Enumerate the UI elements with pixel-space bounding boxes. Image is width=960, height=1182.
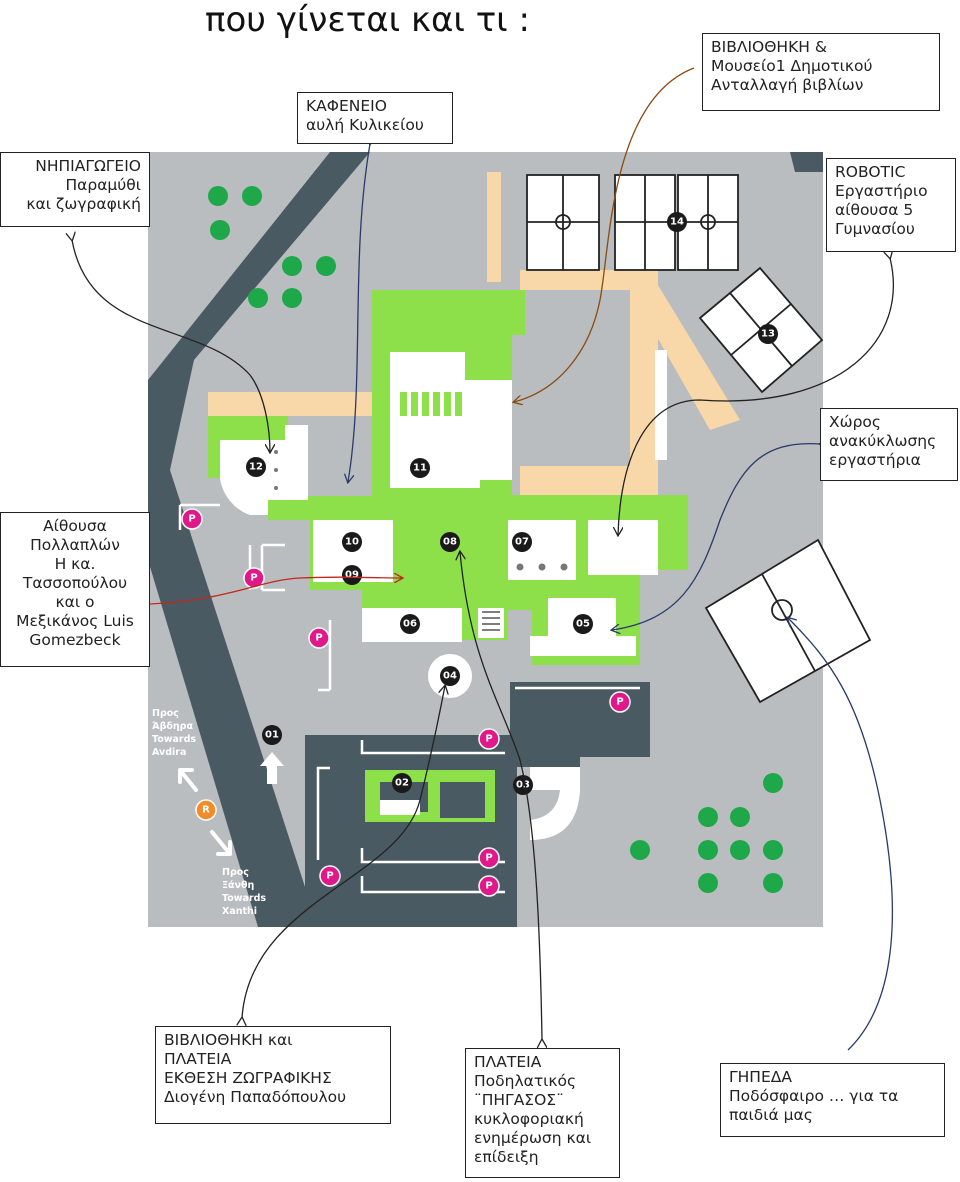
marker-10: 10 <box>342 532 362 552</box>
marker-08: 08 <box>440 532 460 552</box>
svg-text:02: 02 <box>395 778 409 789</box>
building-05b <box>530 636 636 656</box>
svg-text:Άβδηρα: Άβδηρα <box>152 721 193 732</box>
label-aithousa: Αίθουσα Πολλαπλών Η κα. Τασσοπούλου και … <box>0 512 150 667</box>
sand-path <box>487 172 501 282</box>
arrow-nipiagogeio <box>72 240 270 452</box>
marker-04: 04 <box>440 666 460 686</box>
parking-inner <box>440 782 485 818</box>
building-02 <box>380 800 420 815</box>
sand-path <box>520 466 658 496</box>
building-07b <box>588 520 658 575</box>
svg-text:Προς: Προς <box>222 867 249 878</box>
top-road <box>790 152 823 172</box>
sand-path <box>208 392 388 416</box>
label-vivliothiki: ΒΙΒΛΙΟΘΗΚΗ & Μουσείο1 Δημοτικού Ανταλλαγ… <box>702 33 940 111</box>
svg-text:P: P <box>188 514 195 525</box>
svg-text:Towards: Towards <box>152 734 196 745</box>
building-11 <box>390 352 512 488</box>
svg-text:P: P <box>616 697 623 708</box>
svg-text:09: 09 <box>345 570 359 581</box>
arrow-se-icon <box>210 830 232 856</box>
basketball-court-3 <box>677 174 739 271</box>
marker-12: 12 <box>246 457 266 477</box>
arrow-zografikis <box>242 686 445 1018</box>
marker-06: 06 <box>400 614 420 634</box>
svg-text:P: P <box>315 633 322 644</box>
svg-text:Xanthi: Xanthi <box>222 906 257 917</box>
parking-marker: P <box>478 847 500 869</box>
svg-text:R: R <box>202 805 210 816</box>
arrow-anakyklosi <box>612 444 820 630</box>
parking-lot <box>305 735 517 927</box>
marker-01: 01 <box>262 725 282 745</box>
svg-text:14: 14 <box>670 217 684 228</box>
direction-avdira: Προς Άβδηρα Towards Avdira <box>152 708 196 758</box>
label-kafeneio: ΚΑΦΕΝΕΙΟ αυλή Κυλικείου <box>297 92 453 144</box>
arrow-kafeneio <box>348 144 370 482</box>
marker-13: 13 <box>758 324 778 344</box>
svg-text:05: 05 <box>576 619 590 630</box>
arrow-nw-icon <box>178 768 198 792</box>
road-marker: R <box>195 799 217 821</box>
basketball-court-2 <box>614 174 676 271</box>
parking-marker: P <box>478 728 500 750</box>
parking-marker: P <box>609 691 631 713</box>
label-plateia-podilatikos: ΠΛΑΤΕΙΑ Ποδηλατικός ¨ΠΗΓΑΣΟΣ¨ κυκλοφορια… <box>465 1048 620 1178</box>
svg-text:07: 07 <box>515 537 529 548</box>
svg-text:Avdira: Avdira <box>152 747 186 758</box>
road-strip <box>515 757 580 767</box>
marker-14: 14 <box>667 212 687 232</box>
marker-02: 02 <box>392 773 412 793</box>
svg-text:Towards: Towards <box>222 893 266 904</box>
svg-text:P: P <box>250 573 257 584</box>
svg-text:13: 13 <box>761 329 775 340</box>
marker-11: 11 <box>410 458 430 478</box>
svg-text:01: 01 <box>265 730 279 741</box>
svg-text:P: P <box>485 853 492 864</box>
parking-marker: P <box>319 865 341 887</box>
svg-text:10: 10 <box>345 537 359 548</box>
marker-05: 05 <box>573 614 593 634</box>
arrow-gipeda <box>788 618 893 1051</box>
marker-03: 03 <box>513 775 533 795</box>
parking-marker: P <box>243 567 265 589</box>
label-nipiagogeio: ΝΗΠΙΑΓΩΓΕΙΟ Παραμύθι και ζωγραφική <box>0 152 150 227</box>
page-title: που γίνεται και τι : <box>205 0 530 40</box>
parking-marker: P <box>181 508 203 530</box>
svg-text:P: P <box>485 881 492 892</box>
label-plateia-zografikis: ΒΙΒΛΙΟΘΗΚΗ και ΠΛΑΤΕΙΑ ΕΚΘΕΣΗ ΖΩΓΡΑΦΙΚΗΣ… <box>155 1026 391 1124</box>
label-anakyklosi: Χώρος ανακύκλωσης εργαστήρια <box>820 408 958 481</box>
svg-text:03: 03 <box>516 780 530 791</box>
arrow-vivliothiki <box>514 67 695 402</box>
arrow-aithousa <box>149 577 402 605</box>
marker-09: 09 <box>342 565 362 585</box>
parking-lot <box>510 682 650 757</box>
marker-07: 07 <box>512 532 532 552</box>
svg-text:Προς: Προς <box>152 708 179 719</box>
svg-text:P: P <box>485 734 492 745</box>
svg-text:04: 04 <box>443 671 457 682</box>
svg-text:08: 08 <box>443 537 457 548</box>
svg-text:P: P <box>326 871 333 882</box>
label-gipeda: ΓΗΠΕΔΑ Ποδόσφαιρο … για τα παιδιά μας <box>720 1063 945 1137</box>
stairs <box>400 392 462 416</box>
trees <box>208 186 783 893</box>
sand-path <box>655 350 667 460</box>
label-robotic: ROBOTIC Εργαστήριο αίθουσα 5 Γυμνασίου <box>826 158 956 252</box>
svg-text:11: 11 <box>413 463 427 474</box>
arrow-podilatikos <box>460 552 542 1040</box>
svg-text:Ξάνθη: Ξάνθη <box>222 880 255 891</box>
parking-marker: P <box>478 875 500 897</box>
parking-marker: P <box>308 627 330 649</box>
svg-text:12: 12 <box>249 462 263 473</box>
svg-text:06: 06 <box>403 619 417 630</box>
annotation-arrows <box>72 67 895 1051</box>
basketball-court-1 <box>526 174 600 271</box>
